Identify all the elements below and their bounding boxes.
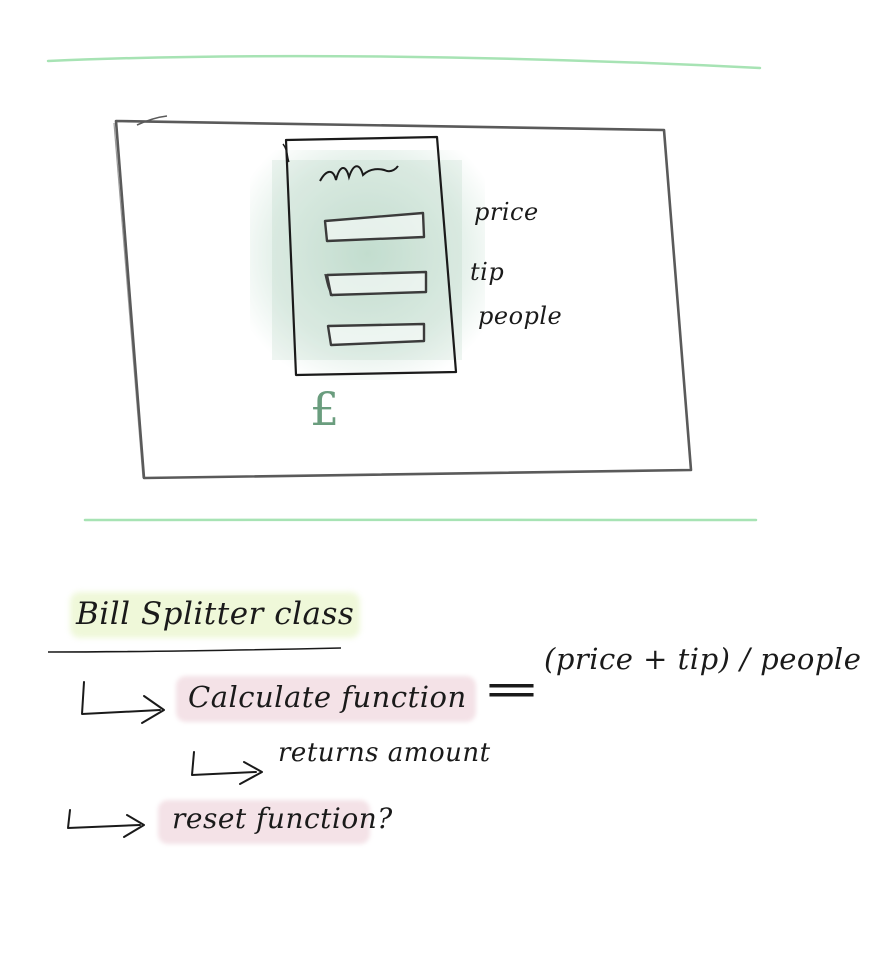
returns-arrow	[191, 751, 263, 785]
equals-sign: =	[482, 664, 542, 715]
returns-amount-label: returns amount	[278, 738, 491, 768]
calculate-arrow	[81, 681, 165, 724]
reset-arrow	[67, 809, 145, 838]
phone-mockup	[250, 135, 485, 380]
people-label: people	[478, 302, 563, 330]
formula: (price + tip) / people	[544, 642, 862, 676]
middle-divider	[83, 518, 758, 522]
price-label: price	[474, 198, 539, 226]
calculate-function-label: Calculate function	[188, 680, 467, 714]
people-field	[326, 322, 426, 347]
title-highlight	[70, 592, 360, 638]
calculate-highlight	[176, 676, 476, 722]
tip-field	[325, 270, 428, 297]
top-divider	[46, 54, 762, 70]
reset-highlight	[158, 800, 370, 844]
screen-frame	[113, 115, 693, 480]
pound-sign-icon: £	[310, 382, 340, 436]
reset-function-label: reset function?	[172, 802, 393, 835]
heading-squiggle	[319, 165, 399, 182]
tip-label: tip	[470, 258, 505, 286]
class-title: Bill Splitter class	[76, 596, 355, 632]
title-underline	[47, 647, 342, 653]
price-field	[323, 211, 426, 243]
